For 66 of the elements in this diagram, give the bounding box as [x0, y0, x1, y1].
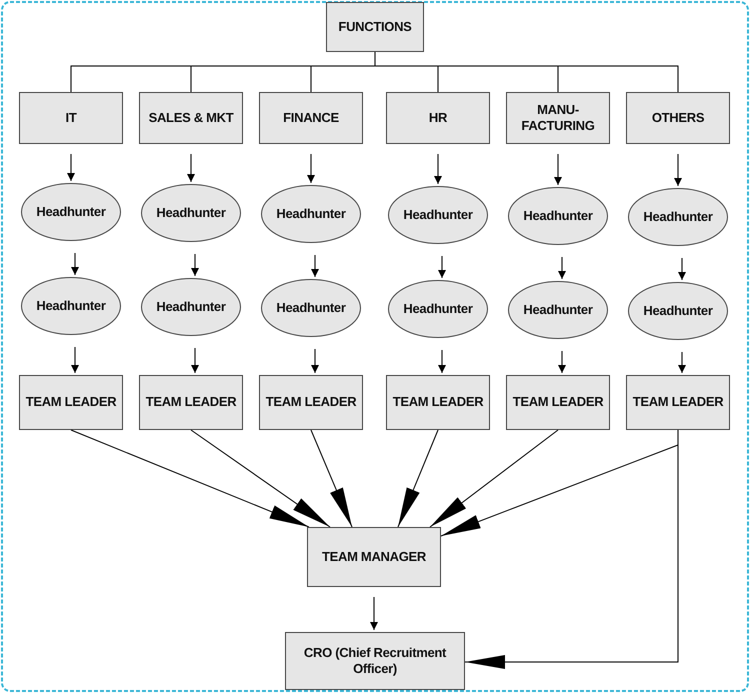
node-label: TEAM LEADER: [632, 394, 724, 411]
node-label: Headhunter: [643, 302, 713, 320]
arrow: [191, 348, 199, 374]
arrow: [434, 154, 442, 184]
node-label: Headhunter: [156, 204, 226, 222]
arrow: [678, 258, 686, 280]
node-label: IT: [66, 110, 76, 126]
arrow: [438, 350, 446, 374]
node-label: Headhunter: [523, 302, 593, 318]
arrow: [311, 254, 319, 278]
arrow: [398, 430, 438, 528]
team-leader-box: [259, 375, 363, 430]
node-label: SALES & MKT: [148, 110, 234, 126]
function-box: [626, 92, 730, 144]
node-label: HR: [428, 110, 448, 126]
function-box: [139, 92, 243, 144]
arrow: [187, 154, 195, 182]
node-label: TEAM LEADER: [512, 394, 604, 411]
node-label: Headhunter: [403, 300, 473, 318]
node-label: OTHERS: [652, 110, 704, 126]
team-manager-box: [307, 527, 441, 587]
node-label: TEAM LEADER: [266, 394, 356, 411]
arrow: [674, 154, 682, 186]
arrow: [558, 350, 566, 374]
function-box: [19, 92, 123, 144]
arrow: [191, 254, 199, 276]
arrow: [307, 154, 315, 184]
arrow: [310, 430, 352, 528]
arrow: [71, 346, 79, 374]
arrow: [554, 154, 562, 186]
node-label: TEAM LEADER: [146, 394, 236, 411]
team-leader-box: [506, 375, 610, 430]
function-box: [506, 92, 610, 144]
function-box: [386, 92, 490, 144]
team-leader-box: [386, 375, 490, 430]
node-label: TEAM LEADER: [26, 394, 116, 411]
node-label: TEAM LEADER: [392, 394, 484, 411]
arrow: [678, 352, 686, 374]
function-box: [326, 2, 424, 52]
node-label: Headhunter: [36, 204, 106, 220]
arrow: [71, 252, 79, 276]
node-label: TEAM MANAGER: [322, 548, 426, 566]
node-label: Headhunter: [276, 206, 346, 222]
arrow: [370, 596, 378, 630]
node-label: Headhunter: [523, 208, 593, 224]
node-label: FINANCE: [283, 110, 339, 126]
node-label: Headhunter: [643, 208, 713, 226]
node-label: Headhunter: [156, 298, 226, 316]
node-label: FUNCTIONS: [338, 18, 412, 36]
function-box: [259, 92, 363, 144]
team-leader-box: [626, 375, 730, 430]
arrow: [67, 154, 75, 182]
node-label: CRO (Chief Recruitment Officer): [302, 644, 448, 678]
arrow: [558, 256, 566, 280]
node-label: Headhunter: [276, 300, 346, 316]
arrow: [190, 430, 330, 528]
arrow: [311, 348, 319, 374]
node-label: MANU- FACTURING: [520, 102, 596, 134]
cro-box: [285, 632, 465, 690]
arrow: [438, 256, 446, 278]
arrow: [430, 430, 558, 528]
team-leader-box: [19, 375, 123, 430]
node-label: Headhunter: [403, 206, 473, 224]
arrow: [70, 430, 310, 528]
node-label: Headhunter: [36, 298, 106, 314]
team-leader-box: [139, 375, 243, 430]
